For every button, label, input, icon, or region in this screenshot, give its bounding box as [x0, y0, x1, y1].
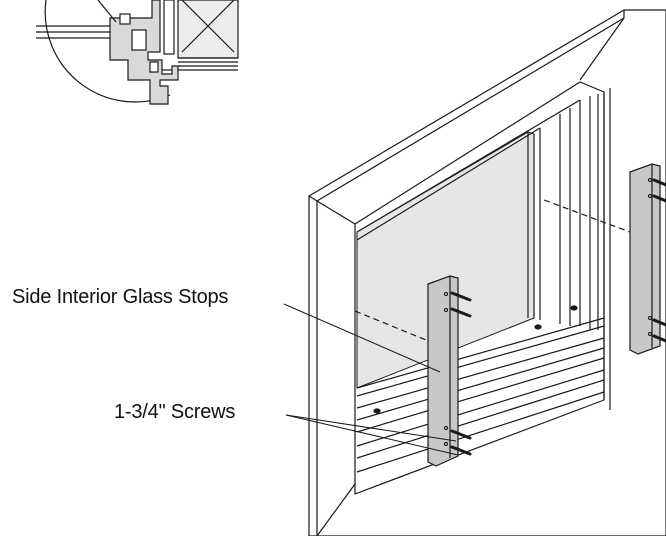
section-detail: [36, 0, 239, 105]
glass-stop-left: [427, 275, 459, 467]
leader-screws-2: [285, 414, 459, 456]
glass-stop-right: [629, 163, 661, 355]
leader-screws-1: [285, 414, 457, 442]
leader-lines: [283, 303, 459, 456]
wall-block: [177, 0, 239, 59]
window-frame: [308, 9, 666, 537]
screws-right: [652, 178, 666, 343]
callout-side-interior-glass-stops: Side Interior Glass Stops: [12, 286, 229, 308]
leader-glass-stops: [283, 303, 441, 373]
screws-left: [450, 291, 472, 456]
frame-profile: [109, 0, 179, 105]
callout-screws: 1-3/4" Screws: [114, 401, 236, 423]
